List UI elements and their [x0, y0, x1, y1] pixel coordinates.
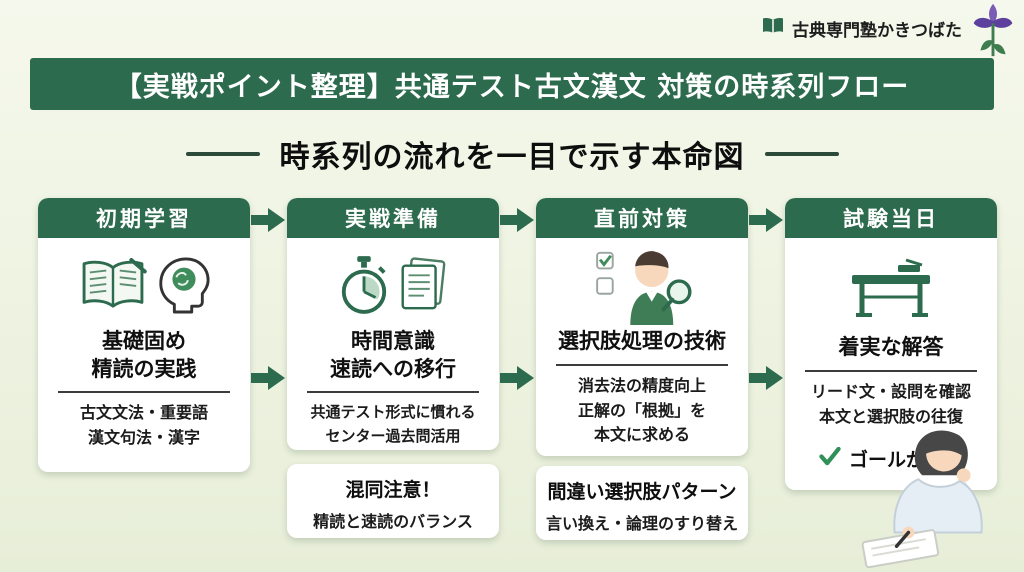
divider	[804, 369, 978, 372]
check-icon	[819, 446, 841, 471]
stage-header: 実戦準備	[287, 198, 499, 238]
stage-header: 試験当日	[785, 198, 997, 238]
stopwatch-icon	[338, 255, 390, 319]
stage-main-text: 基礎固め 精読の実践	[91, 329, 197, 381]
documents-icon	[398, 256, 448, 318]
flow-arrow-icon	[500, 364, 534, 392]
iris-flower-icon	[970, 2, 1016, 64]
stage-sub-text: 共通テスト形式に慣れる センター過去問活用	[310, 403, 476, 445]
school-desk-icon	[848, 257, 934, 323]
stage-sub-text: 消去法の精度向上 正解の「根拠」を 本文に求める	[577, 375, 706, 445]
flow-arrow-icon	[251, 364, 285, 392]
flow-arrow-icon	[500, 206, 534, 234]
pattern-note-title: 間違い選択肢パターン	[547, 481, 737, 503]
stage-icons	[793, 246, 989, 334]
stage-card-initial-study: 初期学習	[38, 198, 250, 472]
pattern-note: 間違い選択肢パターン 言い換え・論理のすり替え	[536, 466, 748, 540]
caution-note-title: 混同注意！	[345, 479, 441, 501]
stage-sub-text: 古文文法・重要語 漢文句法・漢字	[79, 403, 208, 448]
flow-arrow-icon	[251, 206, 285, 234]
page-title: 【実戦ポイント整理】共通テスト古文漢文 対策の時系列フロー	[114, 71, 910, 103]
subtitle: 時系列の流れを一目で示す本命図	[0, 132, 1024, 176]
subtitle-rule-right	[764, 152, 839, 156]
stage-header: 初期学習	[38, 198, 250, 238]
stage-body: 選択肢処理の技術 消去法の精度向上 正解の「根拠」を 本文に求める	[536, 238, 748, 456]
pattern-note-body: 言い換え・論理のすり替え	[545, 514, 738, 533]
open-book-icon	[761, 16, 785, 41]
flow-arrow-icon	[749, 206, 783, 234]
divider	[555, 363, 729, 366]
caution-note-body: 精読と速読のバランス	[313, 512, 473, 531]
stage-card-practice-prep: 実戦準備	[287, 198, 499, 450]
divider	[57, 391, 231, 394]
stage-icons	[544, 246, 740, 328]
stage-main-text: 時間意識 速読への移行	[330, 329, 456, 381]
brand: 古典専門塾かきつばた	[761, 16, 962, 41]
examiner-magnifier-icon	[590, 245, 694, 329]
divider	[306, 391, 480, 394]
subtitle-text: 時系列の流れを一目で示す本命図	[279, 140, 745, 175]
stage-icons	[295, 246, 491, 328]
stage-header: 直前対策	[536, 198, 748, 238]
subtitle-rule-left	[185, 152, 260, 156]
stage-sub-text: リード文・設問を確認 本文と選択肢の往復	[810, 381, 971, 426]
stage-main-text: 選択肢処理の技術	[558, 329, 726, 353]
open-book-icon	[77, 258, 149, 316]
caution-note: 混同注意！ 精読と速読のバランス	[287, 464, 499, 538]
brand-name: 古典専門塾かきつばた	[792, 21, 962, 41]
writing-student-illustration	[856, 422, 1024, 572]
brain-head-icon	[157, 256, 211, 318]
flow-arrow-icon	[749, 364, 783, 392]
stage-main-text: 着実な解答	[838, 335, 944, 359]
stage-card-final-review: 直前対策 選択肢処理の技術	[536, 198, 748, 456]
title-bar: 【実戦ポイント整理】共通テスト古文漢文 対策の時系列フロー	[30, 58, 994, 110]
stage-body: 基礎固め 精読の実践 古文文法・重要語 漢文句法・漢字	[38, 238, 250, 461]
stage-body: 時間意識 速読への移行 共通テスト形式に慣れる センター過去問活用	[287, 238, 499, 450]
stage-icons	[46, 246, 242, 328]
